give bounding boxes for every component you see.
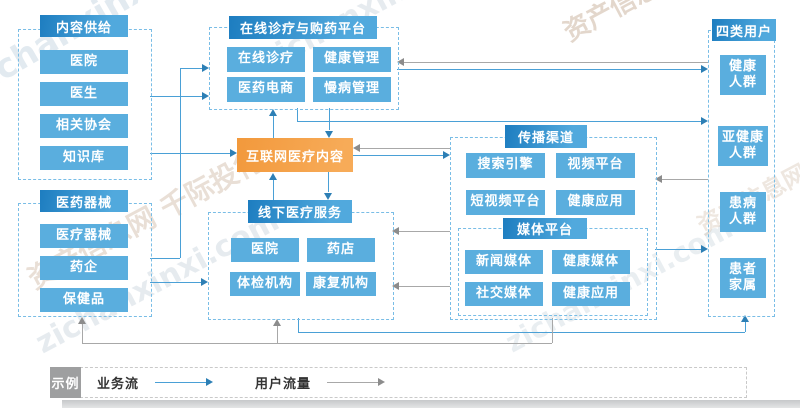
flow-arrowhead-traffic bbox=[353, 144, 360, 152]
medical-devices-item: 医疗器械 bbox=[40, 224, 128, 248]
content-supply-item: 相关协会 bbox=[40, 114, 128, 138]
flow-arrowhead-business bbox=[701, 65, 708, 73]
distribution-channels-item: 短视频平台 bbox=[466, 190, 545, 215]
flow-line-business bbox=[397, 69, 701, 70]
flow-line-business bbox=[298, 318, 299, 332]
flow-line-business bbox=[273, 116, 274, 138]
online-platform-item: 在线诊疗 bbox=[227, 47, 305, 72]
flow-line-business bbox=[297, 121, 701, 122]
flow-arrowhead-business bbox=[324, 193, 332, 200]
flow-arrowhead-traffic bbox=[273, 319, 281, 326]
flow-arrowhead-business bbox=[443, 151, 450, 159]
flow-line-traffic bbox=[404, 62, 708, 63]
flow-arrowhead-traffic bbox=[392, 282, 399, 290]
business-flow-arrow-sample bbox=[155, 378, 214, 387]
flow-arrowhead-business bbox=[269, 173, 277, 180]
flow-arrowhead-business bbox=[741, 315, 749, 322]
flow-line-traffic bbox=[399, 286, 450, 287]
medical-devices-header: 医药器械 bbox=[40, 190, 128, 212]
flow-line-business bbox=[328, 172, 329, 192]
medical-devices-item: 药企 bbox=[40, 256, 128, 280]
flow-line-business bbox=[745, 322, 746, 332]
flow-line-traffic bbox=[399, 231, 450, 232]
user-types-item: 亚健康 人群 bbox=[718, 126, 768, 166]
flow-line-business bbox=[353, 155, 443, 156]
flow-arrowhead-traffic bbox=[397, 58, 404, 66]
offline-services-header: 线下医疗服务 bbox=[248, 200, 352, 223]
online-platform-item: 医药电商 bbox=[227, 77, 305, 102]
distribution-channels-item: 搜索引擎 bbox=[466, 153, 545, 178]
internet-medical-content-node: 互联网医疗内容 bbox=[237, 138, 353, 172]
flow-line-business bbox=[150, 153, 230, 154]
flow-line-business bbox=[180, 68, 181, 258]
flow-arrowhead-business bbox=[325, 131, 333, 138]
distribution-channels-item: 视频平台 bbox=[556, 153, 635, 178]
legend: 示例 业务流 用户流量 bbox=[50, 367, 747, 398]
media-platform-item: 新闻媒体 bbox=[465, 250, 543, 274]
distribution-channels-header: 传播渠道 bbox=[505, 125, 587, 148]
offline-services-item: 医院 bbox=[231, 238, 299, 262]
flow-arrowhead-business bbox=[230, 149, 237, 157]
flow-line-business bbox=[298, 332, 745, 333]
flow-line-traffic bbox=[82, 343, 552, 344]
legend-item-label: 用户流量 bbox=[255, 377, 312, 392]
flow-line-traffic bbox=[82, 324, 83, 343]
content-supply-item: 医生 bbox=[40, 82, 128, 106]
offline-services-item: 康复机构 bbox=[306, 272, 376, 296]
content-supply-header: 内容供给 bbox=[40, 15, 128, 37]
offline-services-item: 药店 bbox=[307, 238, 375, 262]
legend-item-business: 业务流 bbox=[97, 373, 214, 392]
user-types-header: 四类用户 bbox=[712, 19, 776, 41]
flow-arrowhead-business bbox=[701, 245, 708, 253]
flow-line-business bbox=[329, 108, 330, 130]
flow-line-business bbox=[273, 180, 274, 200]
offline-services-item: 体检机构 bbox=[230, 272, 300, 296]
online-platform-item: 慢病管理 bbox=[313, 77, 391, 102]
legend-item-label: 业务流 bbox=[97, 377, 140, 392]
legend-item-traffic: 用户流量 bbox=[255, 373, 386, 392]
traffic-flow-arrow-sample bbox=[327, 378, 386, 387]
user-types-item: 健康 人群 bbox=[720, 55, 766, 95]
flow-line-traffic bbox=[552, 318, 553, 343]
offline-services-group bbox=[208, 212, 394, 320]
user-types-item: 患病 人群 bbox=[720, 192, 766, 232]
flow-line-business bbox=[297, 108, 298, 121]
flow-line-business bbox=[655, 249, 701, 250]
flow-arrowhead-business bbox=[202, 64, 209, 72]
distribution-channels-item: 健康应用 bbox=[556, 190, 635, 215]
content-supply-item: 医院 bbox=[40, 50, 128, 74]
media-platform-item: 健康应用 bbox=[552, 282, 630, 306]
flow-arrowhead-traffic bbox=[392, 227, 399, 235]
flow-line-traffic bbox=[277, 326, 278, 343]
flow-arrowhead-traffic bbox=[78, 317, 86, 324]
online-platform-header: 在线诊疗与购药平台 bbox=[229, 16, 377, 39]
medical-devices-item: 保健品 bbox=[40, 288, 128, 312]
online-platform-item: 健康管理 bbox=[313, 47, 391, 72]
flow-arrowhead-business bbox=[269, 109, 277, 116]
media-platform-item: 健康媒体 bbox=[552, 250, 630, 274]
flow-line-business bbox=[180, 68, 202, 69]
flow-arrowhead-business bbox=[201, 278, 208, 286]
flow-arrowhead-traffic bbox=[655, 175, 662, 183]
flow-line-business bbox=[150, 258, 180, 259]
flow-line-traffic bbox=[662, 179, 708, 180]
flow-line-business bbox=[150, 282, 201, 283]
flow-line-traffic bbox=[360, 148, 450, 149]
content-supply-item: 知识库 bbox=[40, 146, 128, 170]
page-bottom-strip bbox=[62, 400, 800, 408]
flow-arrowhead-business bbox=[202, 92, 209, 100]
flow-line-business bbox=[150, 96, 202, 97]
user-types-item: 患者 家属 bbox=[720, 258, 766, 298]
legend-title: 示例 bbox=[50, 367, 81, 398]
media-platform-header: 媒体平台 bbox=[503, 218, 587, 239]
flow-arrowhead-business bbox=[701, 117, 708, 125]
media-platform-item: 社交媒体 bbox=[465, 282, 543, 306]
